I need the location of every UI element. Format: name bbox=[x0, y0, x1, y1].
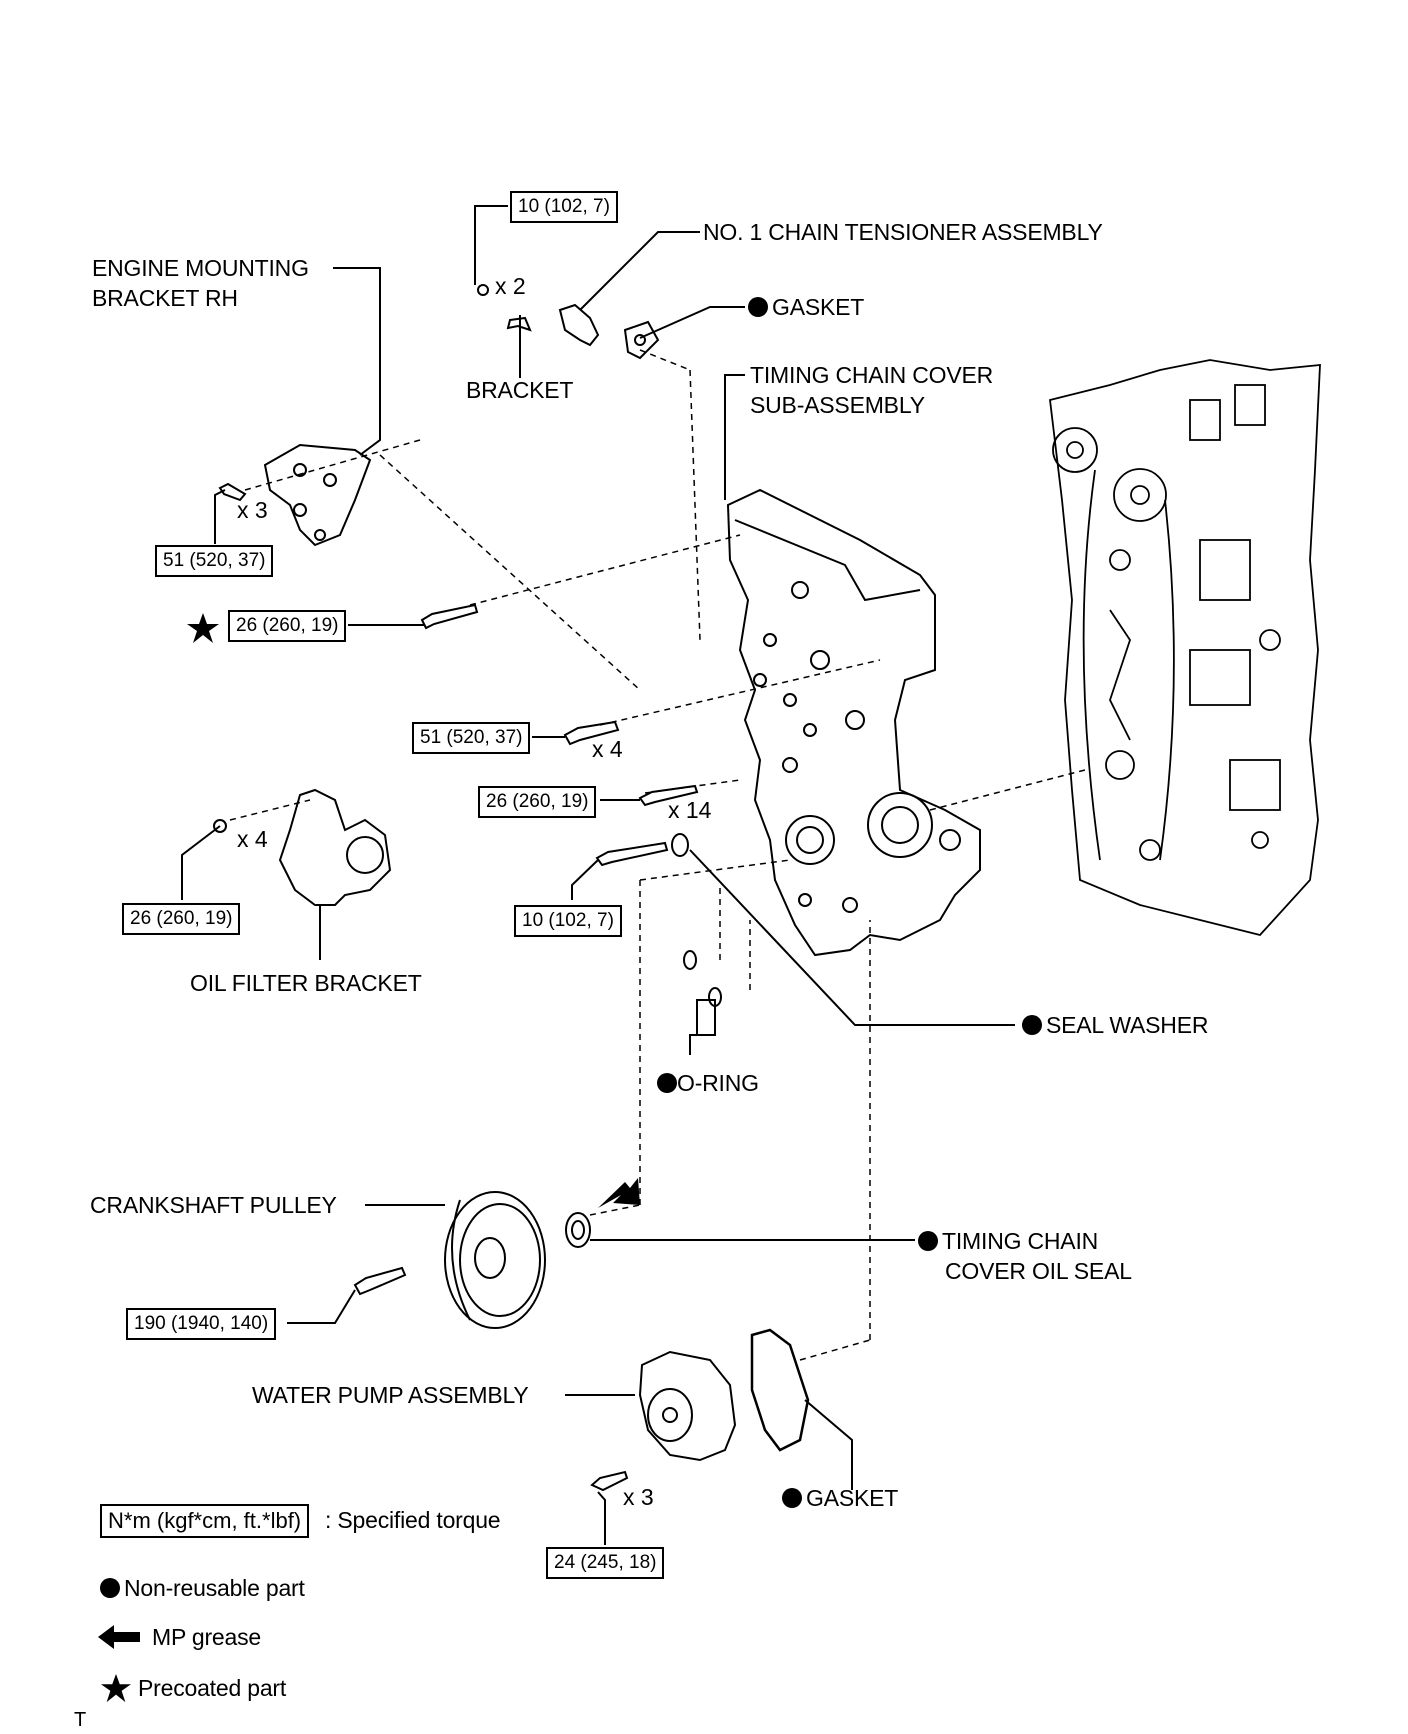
label-crankshaft-pulley: CRANKSHAFT PULLEY bbox=[90, 1192, 337, 1218]
legend-precoated: Precoated part bbox=[138, 1675, 287, 1701]
legend-torque-text: : Specified torque bbox=[325, 1507, 501, 1533]
label-engine-mounting-bracket-line1: ENGINE MOUNTING bbox=[92, 255, 309, 281]
label-timing-chain-cover-line1: TIMING CHAIN COVER bbox=[750, 362, 994, 388]
label-gasket-top: GASKET bbox=[748, 292, 864, 322]
water-pump bbox=[638, 1350, 737, 1462]
qty-x14: x 14 bbox=[668, 797, 712, 823]
qty-x4-cover: x 4 bbox=[592, 736, 623, 762]
legend-mp-grease: MP grease bbox=[152, 1624, 261, 1650]
label-timing-chain-cover-oil-seal-line1: TIMING CHAIN bbox=[918, 1226, 1098, 1256]
torque-mount-bracket-bolt: 51 (520, 37) bbox=[155, 545, 274, 577]
mp-grease-arrow-icon bbox=[98, 1624, 142, 1655]
non-reusable-dot-icon bbox=[918, 1231, 938, 1251]
qty-x3-mount: x 3 bbox=[237, 497, 268, 523]
stud-bolt bbox=[420, 603, 479, 630]
label-bracket: BRACKET bbox=[466, 377, 574, 403]
torque-stud-bolt: 26 (260, 19) bbox=[228, 610, 347, 642]
torque-tensioner-bracket-bolt: 10 (102, 7) bbox=[510, 191, 618, 223]
legend-torque-box: N*m (kgf*cm, ft.*lbf) bbox=[100, 1504, 310, 1538]
engine-block bbox=[1049, 359, 1321, 937]
label-gasket-bottom: GASKET bbox=[782, 1483, 898, 1513]
timing-chain-cover bbox=[726, 488, 981, 957]
torque-oil-filter-bracket-bolt: 26 (260, 19) bbox=[122, 903, 241, 935]
mount-bolt bbox=[218, 482, 247, 502]
water-pump-gasket bbox=[750, 1328, 810, 1452]
oil-seal bbox=[565, 1212, 591, 1248]
qty-x4-filter: x 4 bbox=[237, 826, 268, 852]
label-timing-chain-cover-line2: SUB-ASSEMBLY bbox=[750, 392, 925, 418]
footer-mark: T bbox=[74, 1709, 87, 1731]
non-reusable-dot-icon bbox=[657, 1073, 677, 1093]
label-o-ring: O-RING bbox=[657, 1068, 759, 1098]
qty-x2: x 2 bbox=[495, 273, 526, 299]
pulley-bolt bbox=[353, 1266, 407, 1296]
crankshaft-pulley bbox=[444, 1191, 546, 1329]
mp-grease-arrow bbox=[598, 1178, 640, 1208]
label-water-pump-assembly: WATER PUMP ASSEMBLY bbox=[252, 1382, 529, 1408]
pump-bolt bbox=[590, 1470, 629, 1492]
legend-non-reusable: Non-reusable part bbox=[100, 1573, 305, 1603]
precoated-star-icon bbox=[186, 612, 220, 649]
seal-parts bbox=[671, 833, 722, 1007]
tensioner-parts bbox=[477, 284, 660, 360]
oil-filter-bracket bbox=[213, 788, 392, 906]
non-reusable-dot-icon bbox=[782, 1488, 802, 1508]
label-engine-mounting-bracket-line2: BRACKET RH bbox=[92, 285, 238, 311]
non-reusable-dot-icon bbox=[1022, 1015, 1042, 1035]
leader-lines bbox=[181, 205, 1015, 1545]
cover-bolts bbox=[563, 720, 699, 867]
torque-water-pump-bolt: 24 (245, 18) bbox=[546, 1547, 665, 1579]
label-oil-filter-bracket: OIL FILTER BRACKET bbox=[190, 970, 422, 996]
torque-cover-bolt-x14: 26 (260, 19) bbox=[478, 786, 597, 818]
torque-cover-bolt-x4: 51 (520, 37) bbox=[412, 722, 531, 754]
precoated-star-icon bbox=[100, 1673, 132, 1708]
label-seal-washer: SEAL WASHER bbox=[1022, 1010, 1208, 1040]
engine-mounting-bracket bbox=[263, 443, 372, 547]
qty-x3-pump: x 3 bbox=[623, 1484, 654, 1510]
dashed-alignment-lines bbox=[229, 349, 1086, 1361]
label-no1-chain-tensioner: NO. 1 CHAIN TENSIONER ASSEMBLY bbox=[703, 219, 1103, 245]
non-reusable-dot-icon bbox=[748, 297, 768, 317]
torque-cover-long-bolt: 10 (102, 7) bbox=[514, 905, 622, 937]
label-timing-chain-cover-oil-seal-line2: COVER OIL SEAL bbox=[945, 1258, 1132, 1284]
non-reusable-dot-icon bbox=[100, 1578, 120, 1598]
torque-crankshaft-pulley-bolt: 190 (1940, 140) bbox=[126, 1308, 277, 1340]
